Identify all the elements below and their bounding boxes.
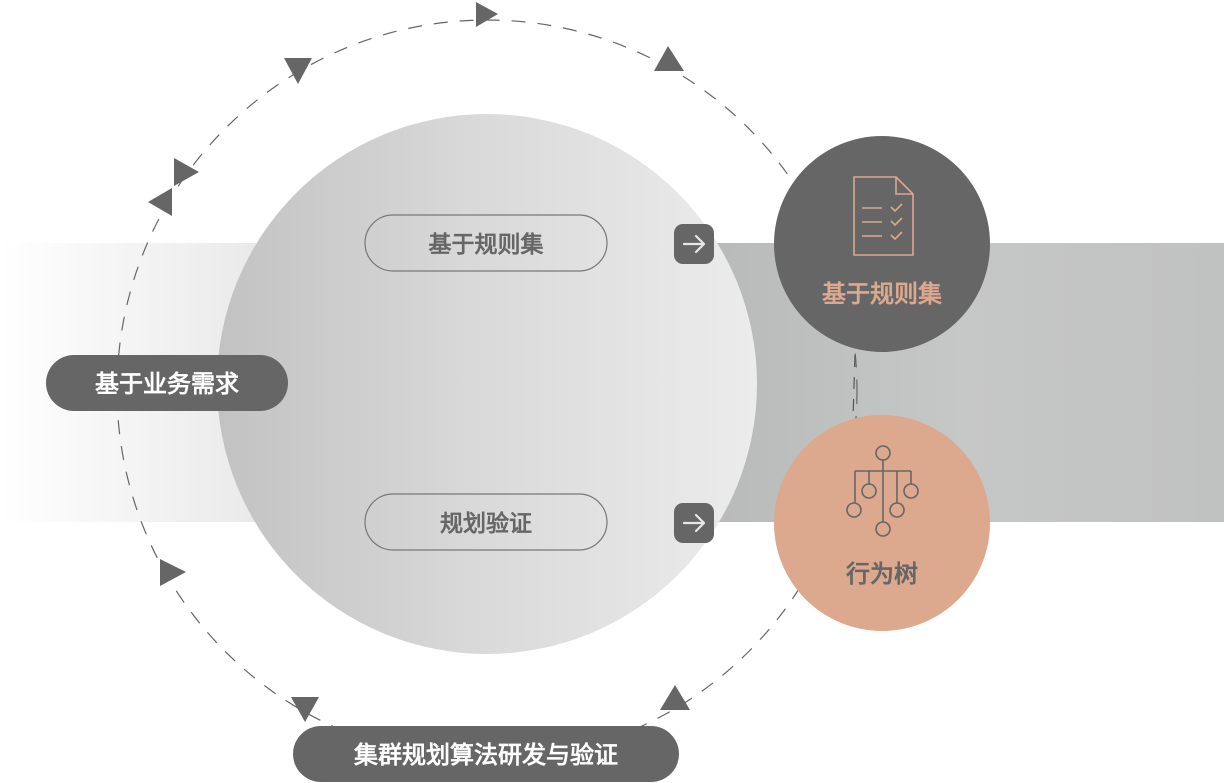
node-connector [852,354,856,419]
node-behavior-tree[interactable]: 行为树 [774,415,990,631]
triangle-icon [174,158,199,186]
node-label: 行为树 [845,560,918,588]
pill-label: 基于业务需求 [95,370,239,398]
triangle-icon [160,559,186,586]
pill-label: 集群规划算法研发与验证 [353,741,618,769]
flow-arrows [148,2,690,722]
inner-pill-rules[interactable]: 基于规则集 [364,214,608,272]
business-requirements-pill[interactable]: 基于业务需求 [46,355,288,411]
central-circle [217,114,757,654]
triangle-icon [148,188,172,216]
inner-pill-label: 规划验证 [440,510,532,537]
triangle-icon [284,58,312,84]
algorithm-development-pill[interactable]: 集群规划算法研发与验证 [293,726,679,782]
triangle-icon [291,697,319,722]
behavior-tree-icon [846,445,919,537]
triangle-icon [476,2,498,27]
arrow-right-button[interactable] [674,224,714,264]
triangle-icon [654,46,684,71]
node-rules[interactable]: 基于规则集 [774,136,990,352]
arrow-right-button[interactable] [674,503,714,543]
inner-pill-validation[interactable]: 规划验证 [364,493,608,551]
arrow-right-icon [682,513,706,533]
arrow-right-icon [682,234,706,254]
triangle-icon [660,685,690,710]
inner-pill-label: 基于规则集 [429,231,545,258]
node-label: 基于规则集 [822,280,943,308]
checklist-document-icon [853,176,914,256]
